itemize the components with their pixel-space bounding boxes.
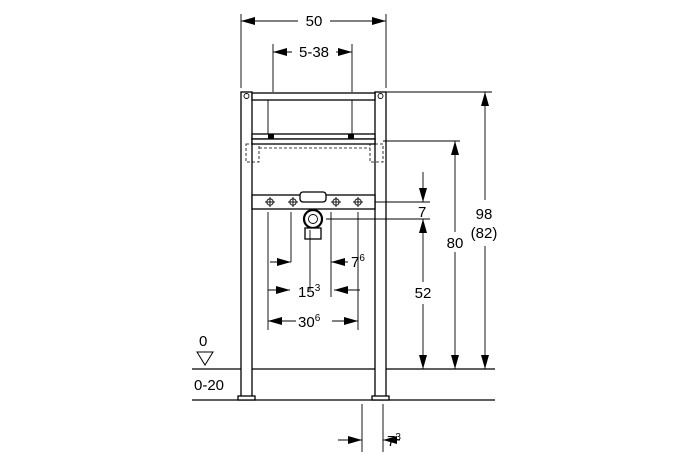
floor-level-marker: 0 0-20 xyxy=(194,333,224,394)
dim-leg-7-3-label: 73 xyxy=(387,432,401,450)
floor-range-label: 0-20 xyxy=(194,377,224,394)
dim-drain-15-3: 153 xyxy=(268,283,360,301)
dim-crossbar-range: 5-38 xyxy=(272,44,353,92)
drain-fitting xyxy=(299,191,327,240)
dim-leg-7-3: 73 xyxy=(338,404,401,452)
adjustable-crossbar xyxy=(251,133,376,145)
frame-right-leg xyxy=(371,91,390,401)
frame-top-rail xyxy=(251,92,376,101)
dim-bracket-30-6: 306 xyxy=(268,313,358,331)
dim-crossbar-range-label: 5-38 xyxy=(299,44,329,61)
dim-height-total: 98 (82) xyxy=(386,91,498,369)
dim-drain-15-3-label: 153 xyxy=(298,283,321,301)
dim-height-80: 80 xyxy=(383,140,464,369)
dim-bracket-30-6-label: 306 xyxy=(298,313,321,331)
dim-pipe-7-6: 76 xyxy=(270,253,365,271)
dim-height-total-label: 98 xyxy=(476,206,493,223)
dim-height-52-label: 52 xyxy=(415,285,432,302)
dim-offset-7-label: 7 xyxy=(418,204,426,221)
dim-pipe-7-6-label: 76 xyxy=(351,253,365,271)
dim-width-total-label: 50 xyxy=(306,13,323,30)
dim-height-total-alt-label: (82) xyxy=(471,225,498,242)
floor-level-label: 0 xyxy=(199,333,207,350)
dim-width-total: 50 xyxy=(240,13,387,88)
dim-height-80-label: 80 xyxy=(447,235,464,252)
frame-left-leg xyxy=(237,91,256,401)
dim-offset-7: 7 xyxy=(326,172,430,221)
dim-height-52: 52 xyxy=(415,219,432,369)
basin-outline-dashed xyxy=(245,143,384,163)
